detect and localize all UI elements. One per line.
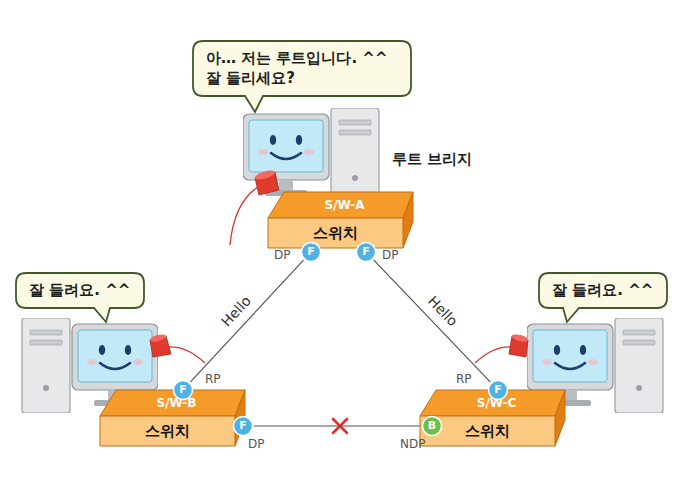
port-circle: F	[233, 416, 253, 436]
speech-bubble-outline	[192, 40, 412, 97]
root-bridge-label: 루트 브리지	[392, 150, 472, 169]
port-letter: F	[239, 416, 247, 436]
edge-label: Hello	[423, 291, 462, 331]
speech-text: 잘 들려요. ^^	[552, 280, 653, 300]
speech-bubble-shape	[193, 41, 411, 112]
switch-text: S/W-A	[325, 192, 365, 218]
speech-bubble: 잘 들려요. ^^	[15, 272, 145, 309]
switch-front-face	[420, 416, 555, 446]
port-dot	[302, 243, 321, 262]
switch-top-face	[100, 390, 245, 416]
port-letter: F	[179, 380, 187, 400]
speech-bubble-shape	[16, 273, 144, 322]
port-dot	[423, 417, 442, 436]
switch-side-face	[555, 390, 565, 446]
port-dot	[357, 243, 376, 262]
switch-text: 스위치	[145, 416, 190, 446]
switch-top-face	[268, 192, 413, 218]
port-letter: F	[362, 242, 370, 262]
link-line	[374, 260, 491, 382]
edge-label: Hello	[217, 291, 256, 331]
port-dot	[234, 417, 253, 436]
port-circle: F	[301, 242, 321, 262]
speech-bubble: 잘 들려요. ^^	[538, 272, 668, 309]
port-letter: B	[428, 416, 436, 436]
switch-box: S/W-B스위치	[100, 390, 245, 446]
port-role: RP	[205, 372, 221, 386]
port-dot	[489, 381, 508, 400]
port-circle: F	[173, 380, 193, 400]
switch-front-face	[100, 416, 235, 446]
port-letter: F	[307, 242, 315, 262]
tin-can-phone	[149, 169, 529, 363]
port-role: DP	[274, 248, 290, 262]
switch-text: 스위치	[313, 218, 358, 248]
speech-bubble: 아… 저는 루트입니다. ^^ 잘 들리세요?	[192, 40, 412, 97]
port-dot	[174, 381, 193, 400]
link-line	[190, 260, 303, 382]
port-role: DP	[248, 437, 264, 451]
port-letter: F	[494, 380, 502, 400]
speech-bubble-shape	[539, 273, 667, 322]
switch-box: S/W-A스위치	[268, 192, 413, 248]
switch-front-face	[268, 218, 403, 248]
port-role: NDP	[400, 437, 425, 451]
port-role: DP	[382, 248, 398, 262]
port-circle: F	[488, 380, 508, 400]
speech-text: 잘 들려요. ^^	[29, 280, 130, 300]
switch-side-face	[403, 192, 413, 248]
switch-top-face	[420, 390, 565, 416]
port-circle: B	[422, 416, 442, 436]
computer-a	[243, 108, 379, 203]
port-role: RP	[456, 372, 472, 386]
switch-text: 스위치	[465, 416, 510, 446]
speech-text: 아… 저는 루트입니다. ^^ 잘 들리세요?	[206, 48, 398, 89]
port-circle: F	[356, 242, 376, 262]
link-line	[254, 425, 421, 426]
